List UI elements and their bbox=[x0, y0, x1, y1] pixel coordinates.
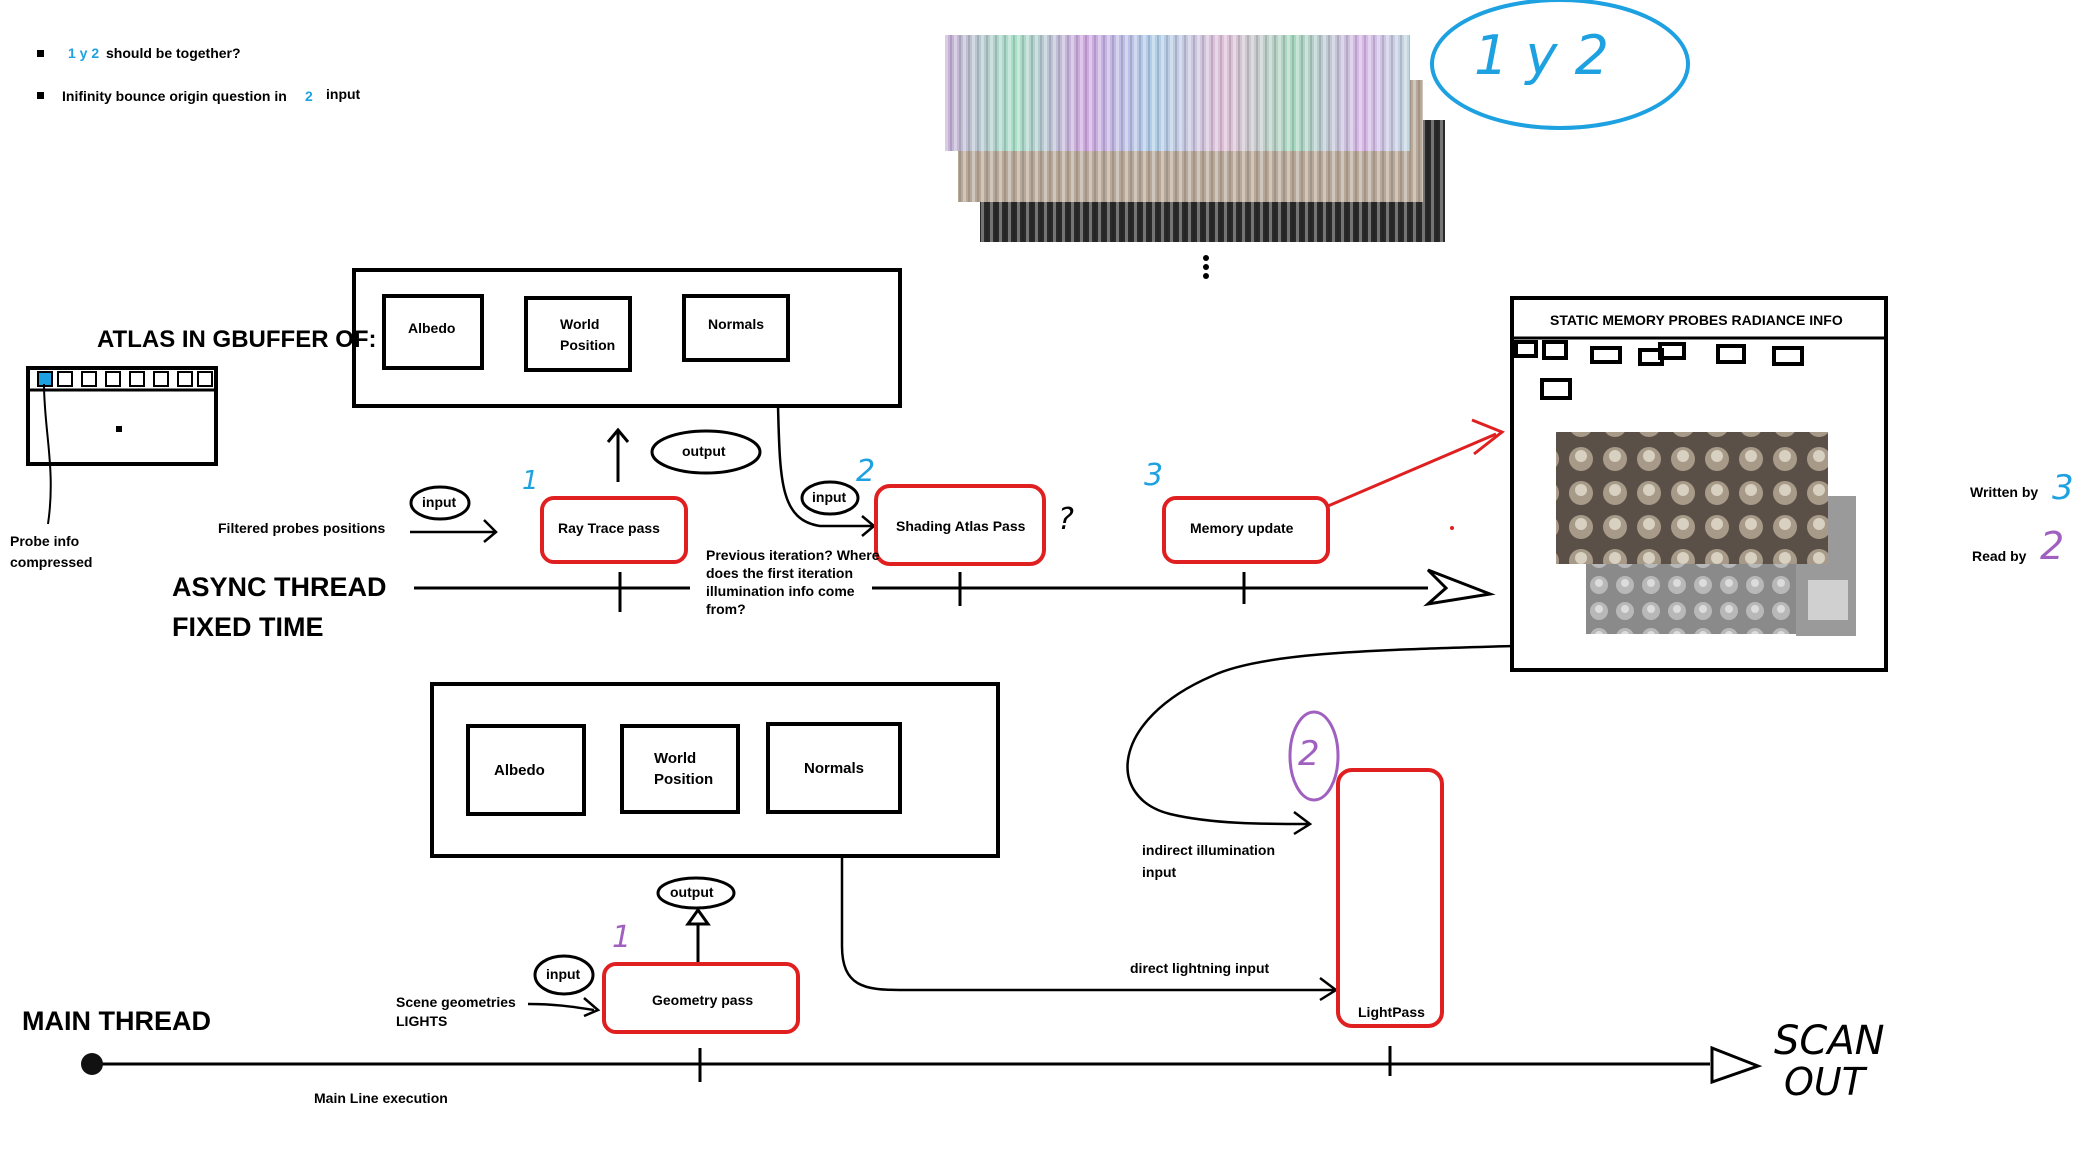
atlas-image-stack bbox=[945, 35, 1445, 242]
static-memory-title: STATIC MEMORY PROBES RADIANCE INFO bbox=[1550, 312, 1843, 328]
probe-info-line1: Probe info bbox=[10, 533, 80, 549]
note-2-tail: input bbox=[326, 86, 361, 102]
probe-buffer-icon bbox=[26, 366, 218, 466]
geometry-pass-label: Geometry pass bbox=[652, 992, 754, 1008]
lightpass-box bbox=[1336, 768, 1444, 1028]
async-albedo-label: Albedo bbox=[408, 320, 456, 336]
async-input-bubble bbox=[409, 485, 471, 521]
geometry-output-arrow bbox=[685, 907, 711, 962]
scan-out-line2: OUT bbox=[1784, 1060, 1865, 1104]
main-timeline-arrowhead bbox=[1710, 1045, 1763, 1085]
together-bubble bbox=[1430, 0, 1690, 130]
main-albedo-label: Albedo bbox=[494, 762, 545, 779]
scene-to-geometry-arrow bbox=[527, 997, 601, 1018]
async-position-label: Position bbox=[560, 337, 616, 353]
probe-info-connector bbox=[43, 383, 52, 525]
geometry-pass-box bbox=[602, 962, 800, 1034]
shading-atlas-pass-label: Shading Atlas Pass bbox=[896, 518, 1026, 534]
probe-info-line2: compressed bbox=[10, 554, 93, 570]
raytrace-number: 1 bbox=[522, 466, 539, 496]
async-thread-line1: ASYNC THREAD bbox=[172, 572, 387, 602]
main-world-box bbox=[620, 724, 740, 814]
note-bullet-1 bbox=[37, 50, 44, 57]
indirect-illumination-line2: input bbox=[1142, 864, 1177, 880]
previous-iteration-question: Previous iteration? Where does the first… bbox=[706, 547, 880, 617]
scene-geometries-label: Scene geometries bbox=[396, 994, 516, 1010]
memory-write-arrow bbox=[1327, 418, 1505, 508]
geometry-number: 1 bbox=[612, 920, 632, 955]
direct-lightning-label: direct lightning input bbox=[1130, 960, 1270, 976]
async-normals-box bbox=[682, 294, 790, 362]
scan-out-line1: SCAN bbox=[1774, 1018, 1885, 1064]
main-position-label: Position bbox=[654, 771, 714, 788]
main-output-bubble bbox=[656, 876, 736, 910]
ellipsis-dot-2 bbox=[1203, 264, 1209, 270]
filtered-to-raytrace-arrow bbox=[410, 519, 498, 543]
main-input-label: input bbox=[546, 966, 581, 982]
read-by-marker bbox=[1288, 710, 1340, 802]
filtered-probes-label: Filtered probes positions bbox=[218, 520, 386, 536]
async-output-bubble bbox=[650, 429, 762, 475]
read-by-number: 2 bbox=[2040, 524, 2065, 568]
static-memory-slots bbox=[1514, 340, 1804, 400]
main-line-execution-label: Main Line execution bbox=[314, 1090, 448, 1106]
async-timeline-arrowhead bbox=[1423, 568, 1496, 607]
atlas-title: ATLAS IN GBUFFER OF: bbox=[97, 326, 377, 353]
indirect-illumination-line1: indirect illumination bbox=[1142, 842, 1276, 858]
red-speck bbox=[1450, 526, 1454, 530]
async-albedo-box bbox=[382, 294, 484, 370]
lightpass-label: LightPass bbox=[1358, 1004, 1425, 1020]
async-output-label: output bbox=[682, 443, 726, 459]
note-bullet-2 bbox=[37, 92, 44, 99]
note-1-number: 1 y 2 bbox=[68, 45, 100, 61]
main-input-bubble bbox=[533, 954, 595, 996]
bubble-label: 1 y 2 bbox=[1474, 24, 1609, 87]
lightpass-number: 2 bbox=[1298, 734, 1320, 774]
main-normals-box bbox=[766, 722, 902, 814]
async-world-box bbox=[524, 296, 632, 372]
shading-number: 2 bbox=[856, 454, 876, 489]
written-by-label: Written by bbox=[1970, 484, 2039, 500]
ellipsis-dot-3 bbox=[1203, 273, 1209, 279]
async-input-label: input bbox=[422, 494, 457, 510]
direct-lightning-arrow bbox=[840, 856, 1339, 1002]
async-world-label: World bbox=[560, 316, 600, 332]
raytrace-output-arrow bbox=[606, 427, 630, 482]
shading-question-mark: ? bbox=[1058, 502, 1074, 537]
async-thread-line2: FIXED TIME bbox=[172, 612, 324, 642]
ellipsis-dot-1 bbox=[1203, 255, 1209, 261]
shading-input-label: input bbox=[812, 489, 847, 505]
shading-atlas-pass-box bbox=[874, 484, 1046, 566]
raytrace-pass-label: Ray Trace pass bbox=[558, 520, 660, 536]
written-by-number: 3 bbox=[2052, 468, 2074, 508]
raytrace-pass-box bbox=[540, 496, 688, 564]
memory-update-box bbox=[1162, 496, 1330, 564]
scene-lights-label: LIGHTS bbox=[396, 1013, 448, 1029]
memory-number: 3 bbox=[1144, 458, 1164, 493]
main-normals-label: Normals bbox=[804, 760, 865, 777]
indirect-illumination-arrow bbox=[1126, 644, 1513, 836]
radiance-image-stack bbox=[1556, 432, 1856, 636]
main-output-label: output bbox=[670, 884, 714, 900]
main-thread-label: MAIN THREAD bbox=[22, 1006, 211, 1036]
note-2-number: 2 bbox=[305, 88, 313, 104]
main-albedo-box bbox=[466, 724, 586, 816]
shading-input-bubble bbox=[800, 480, 860, 516]
note-1-text: should be together? bbox=[106, 45, 241, 61]
memory-update-label: Memory update bbox=[1190, 520, 1294, 536]
async-normals-label: Normals bbox=[708, 316, 765, 332]
note-2-text: Inifinity bounce origin question in bbox=[62, 88, 287, 104]
main-world-label: World bbox=[654, 750, 697, 767]
read-by-label: Read by bbox=[1972, 548, 2027, 564]
main-timeline-start bbox=[81, 1053, 103, 1075]
